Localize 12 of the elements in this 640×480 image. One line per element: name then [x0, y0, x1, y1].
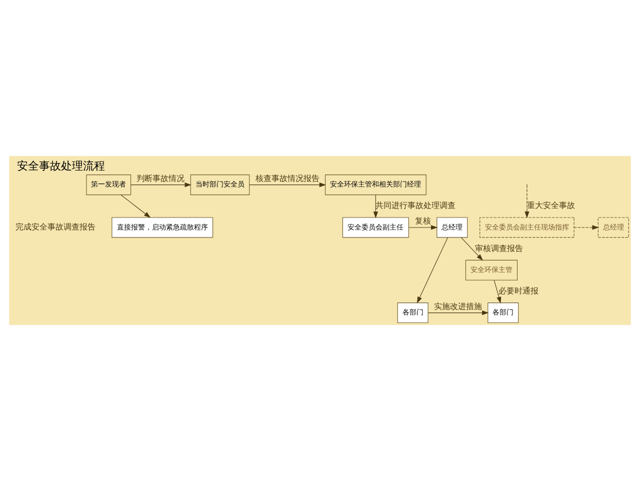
arrow — [574, 224, 599, 230]
arrow — [373, 194, 378, 218]
arrow — [460, 236, 484, 260]
arrow — [408, 224, 438, 230]
arrow — [249, 182, 326, 187]
arrow — [428, 310, 489, 315]
arrow — [120, 194, 151, 218]
arrow — [130, 182, 192, 187]
diagram-title: 安全事故处理流程 — [16, 158, 105, 172]
arrow — [494, 279, 502, 304]
arrow — [524, 184, 530, 218]
arrow — [416, 236, 448, 303]
